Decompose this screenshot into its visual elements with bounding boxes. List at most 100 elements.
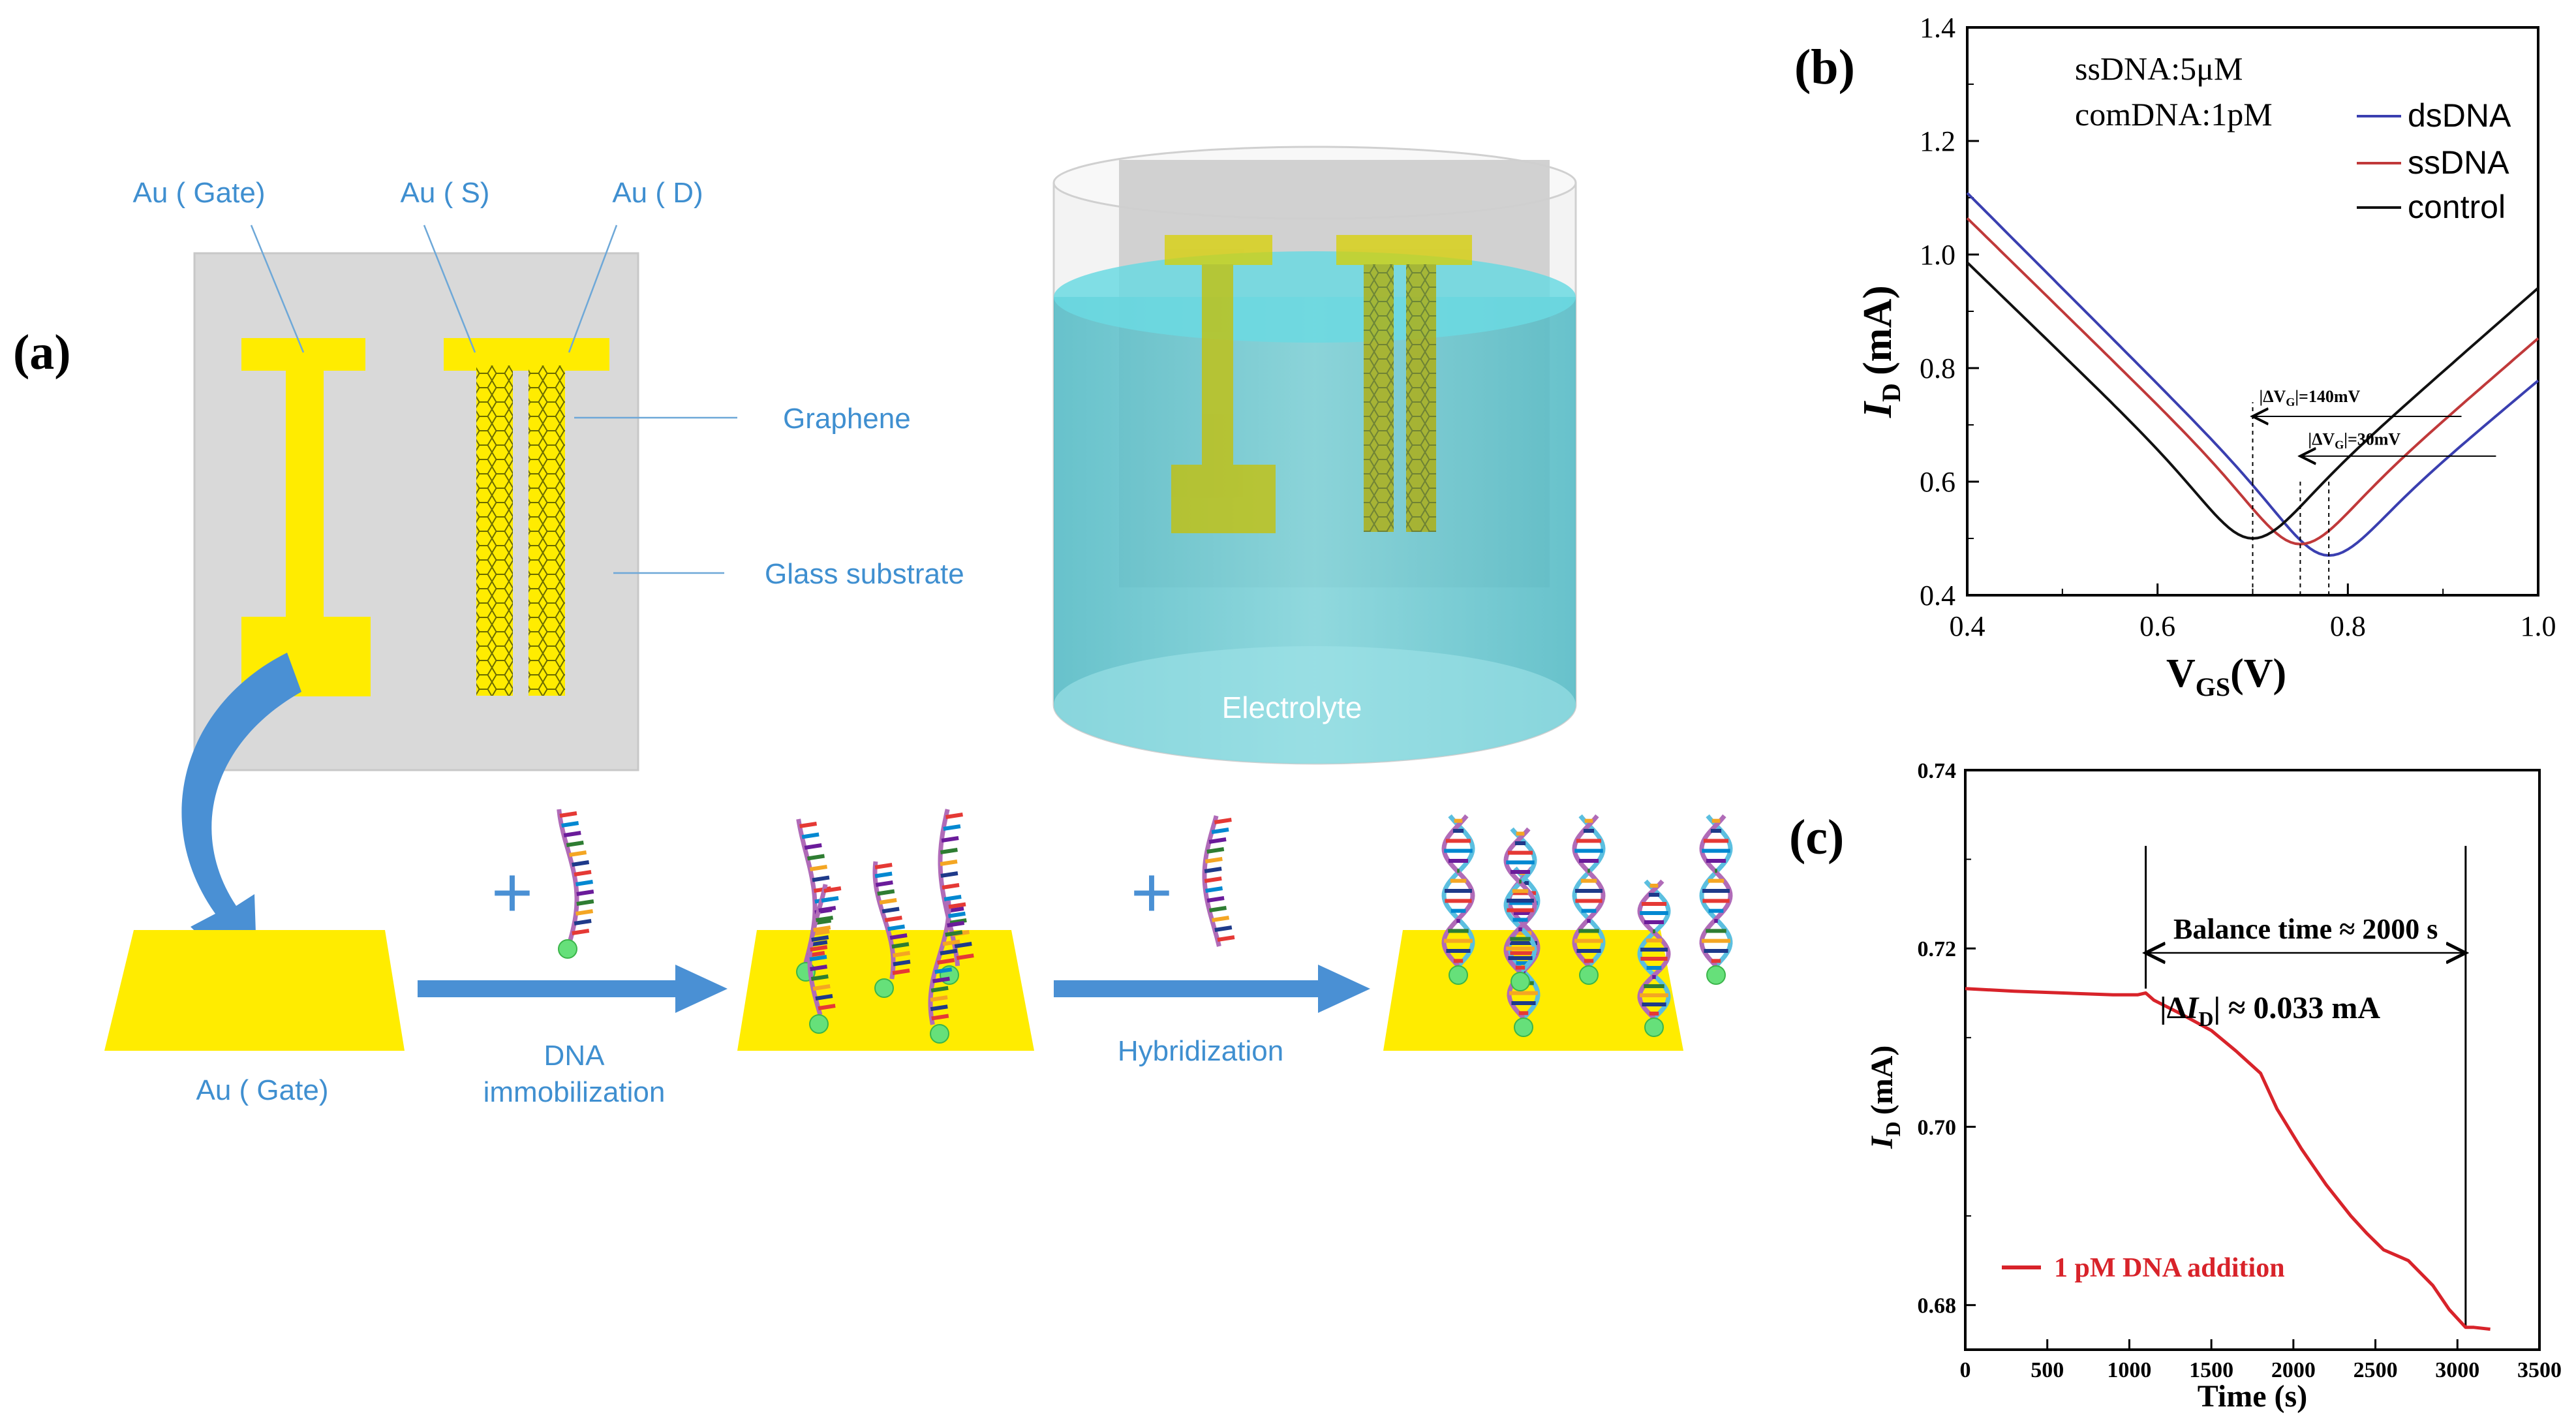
dna-base <box>810 965 828 971</box>
dna-base <box>1217 935 1235 942</box>
immobilized-ssdna-icon <box>796 809 974 1044</box>
arrow-hybridization <box>1054 965 1370 1013</box>
thiol-anchor <box>1514 1017 1533 1037</box>
chart-b-ylabel: ID(mA) <box>1856 285 1906 418</box>
thiol-anchor <box>874 978 894 998</box>
dna-base <box>932 976 950 984</box>
dna-base <box>813 925 831 932</box>
time-trace <box>1965 987 2491 1331</box>
label-process-gate: Au ( Gate) <box>196 1074 329 1106</box>
dna-base <box>804 843 822 850</box>
dna-base <box>945 813 963 819</box>
y-tick-label: 1.2 <box>1920 125 1955 157</box>
dna-base <box>884 916 902 922</box>
dna-base <box>942 939 960 946</box>
chart-c-xlabel: Time (s) <box>2198 1379 2307 1414</box>
x-tick-label: 2500 <box>2354 1358 2398 1382</box>
dna-base <box>930 986 949 993</box>
dna-base <box>943 824 961 831</box>
y-tick-label: 0.8 <box>1920 352 1955 384</box>
label-au-gate: Au ( Gate) <box>133 177 266 209</box>
free-complementary-dna-icon <box>1202 815 1235 947</box>
dna-base <box>801 832 820 839</box>
chart-c-balance-annotation <box>2146 846 2466 1327</box>
plus-sign-2: + <box>1131 852 1173 933</box>
label-graphene: Graphene <box>783 403 911 435</box>
y-tick-label: 1.4 <box>1920 12 1955 44</box>
label-glass-substrate: Glass substrate <box>765 558 964 590</box>
dna-base <box>572 860 590 867</box>
dna-base <box>893 951 911 957</box>
dna-base <box>823 886 842 893</box>
dna-base <box>1206 847 1225 854</box>
dv1-part: |=140mV <box>2295 387 2360 406</box>
free-ssdna-icon <box>557 809 594 959</box>
dna-base <box>882 907 900 914</box>
dna-base <box>1206 896 1225 903</box>
thiol-anchor <box>1449 965 1468 985</box>
label-au-d: Au ( D) <box>612 177 703 209</box>
x-tick-label: 0 <box>1960 1358 1971 1382</box>
dna-base <box>1204 877 1222 883</box>
legend-dna-addition: 1 pM DNA addition <box>2054 1253 2285 1283</box>
dna-backbone <box>938 809 960 967</box>
dna-base <box>930 995 948 1002</box>
thiol-anchor <box>809 1014 829 1034</box>
chart-c-frame <box>1964 769 2541 1351</box>
annotation-comdna: comDNA:1pM <box>2075 96 2273 132</box>
dna-base <box>569 850 587 857</box>
dna-base <box>940 860 958 866</box>
dv2-part: G <box>2335 438 2344 451</box>
thiol-anchor <box>1706 965 1726 985</box>
dna-base <box>941 836 959 843</box>
y-tick-label: 0.68 <box>1918 1294 1957 1318</box>
dna-base <box>816 916 834 922</box>
dv2-label: |ΔVG|=30mV <box>2308 429 2400 451</box>
x-tick-label: 3500 <box>2517 1358 2562 1382</box>
dna-base <box>877 889 895 896</box>
dna-base <box>809 955 827 961</box>
dna-base <box>879 898 897 905</box>
dna-base <box>1214 818 1232 824</box>
dna-base <box>576 890 594 896</box>
dna-base <box>893 959 911 967</box>
label-au-s: Au ( S) <box>401 177 490 209</box>
dv2-part: |ΔV <box>2308 429 2335 448</box>
thiol-anchor <box>1644 1017 1664 1037</box>
y-tick-label: 0.4 <box>1920 580 1955 612</box>
x-tick-label: 1.0 <box>2521 610 2556 642</box>
chart-b-dv-annotations: |ΔVG |=140mV |ΔVG|=30mV <box>2253 387 2496 595</box>
legend-dsdna: dsDNA <box>2408 97 2511 134</box>
leader-lines <box>250 225 737 574</box>
plus-sign-1: + <box>491 852 533 933</box>
dna-base <box>945 930 963 937</box>
curved-arrow <box>181 653 301 992</box>
x-tick-label: 0.6 <box>2139 610 2175 642</box>
panel-a-label: (a) <box>13 325 71 380</box>
dna-base <box>559 811 577 818</box>
dna-base <box>561 821 579 828</box>
dna-base <box>937 958 955 965</box>
y-tick-label: 0.70 <box>1918 1115 1957 1140</box>
dna-base <box>566 841 584 847</box>
dna-base <box>891 942 910 949</box>
dna-base <box>949 918 967 925</box>
y-tick-label: 0.6 <box>1920 466 1955 498</box>
dna-base <box>931 1014 949 1021</box>
dna-base <box>807 854 825 861</box>
dna-base <box>815 994 833 1001</box>
dna-base <box>1204 857 1223 863</box>
dna-backbone <box>557 809 579 940</box>
dna-base <box>811 935 829 942</box>
balance-time-label: Balance time ≈ 2000 s <box>2173 913 2438 945</box>
dna-base <box>1214 925 1233 932</box>
dna-base <box>1211 828 1229 834</box>
label-hybridization: Hybridization <box>1118 1035 1283 1067</box>
label-electrolyte: Electrolyte <box>1222 691 1362 724</box>
chart-c-curve <box>1965 987 2491 1331</box>
dna-base <box>574 870 592 877</box>
